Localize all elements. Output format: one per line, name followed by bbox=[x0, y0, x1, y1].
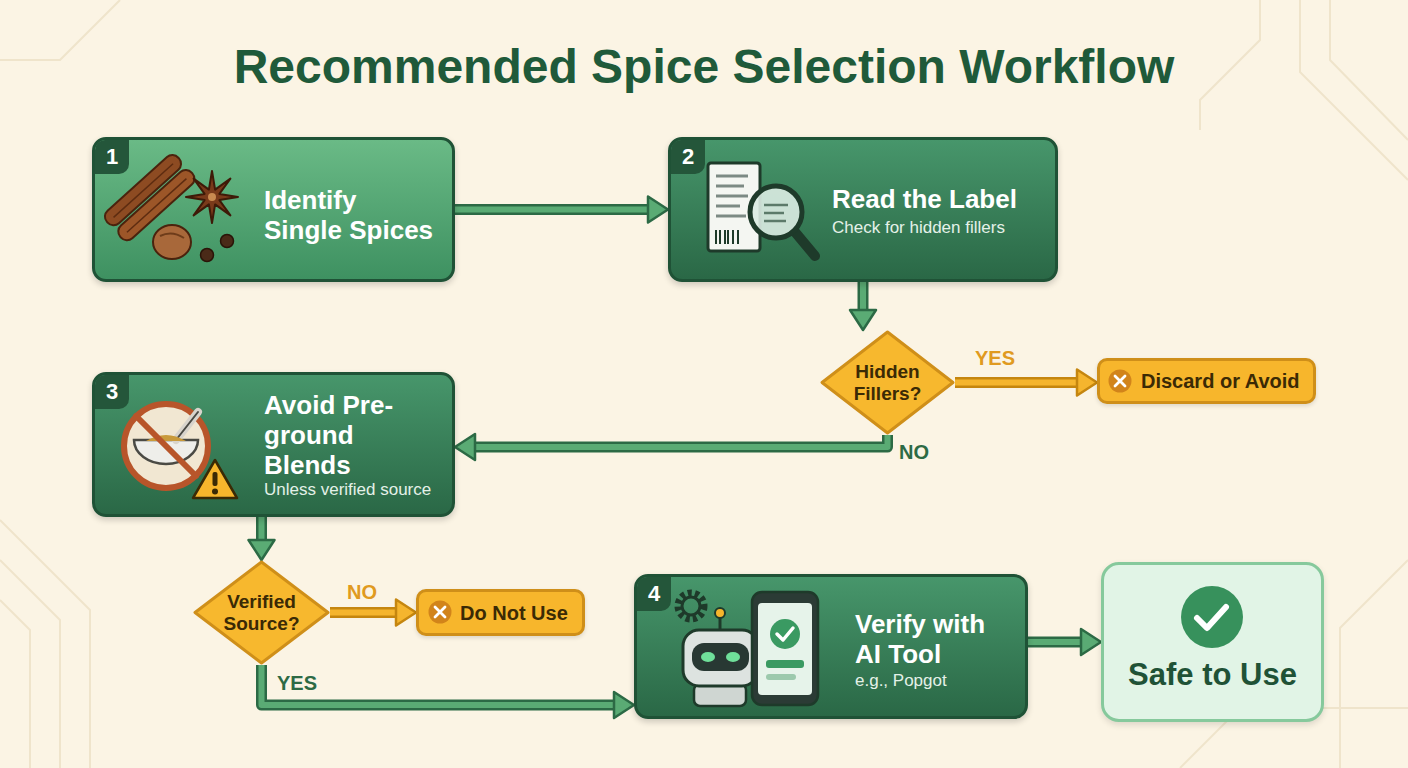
arrow-outline bbox=[262, 665, 618, 705]
edge-label: YES bbox=[277, 671, 317, 695]
arrow-line bbox=[259, 517, 265, 543]
arrow-line bbox=[1028, 639, 1084, 645]
arrow-line bbox=[472, 435, 888, 447]
flow-arrow bbox=[850, 282, 876, 330]
arrow-outline bbox=[256, 517, 267, 543]
node-text: Hidden Fillers? bbox=[840, 330, 936, 435]
arrow-head bbox=[396, 600, 416, 626]
process-box: 4Verify with AI Toole.g., Popgot bbox=[634, 574, 1028, 719]
arrow-outline bbox=[330, 607, 399, 618]
end-box: Do Not Use bbox=[416, 589, 585, 636]
arrow-line bbox=[455, 207, 651, 213]
node-title: Read the Label bbox=[832, 184, 1047, 214]
flow-arrow bbox=[455, 197, 668, 223]
flow-arrow bbox=[262, 665, 635, 718]
ai-tool-icon bbox=[678, 592, 818, 706]
node-title: Identify Single Spices bbox=[264, 185, 438, 245]
arrow-head bbox=[1077, 370, 1097, 396]
flow-arrow bbox=[1028, 629, 1101, 655]
decision-diamond: Verified Source? bbox=[193, 560, 330, 665]
edge-label: YES bbox=[975, 346, 1015, 370]
step-number: 1 bbox=[95, 140, 129, 174]
arrow-head bbox=[249, 540, 275, 560]
flow-arrow bbox=[249, 517, 275, 560]
label-icon bbox=[708, 163, 815, 256]
arrow-head bbox=[1081, 629, 1101, 655]
arrow-head bbox=[614, 692, 634, 718]
step-number: 2 bbox=[671, 140, 705, 174]
edge-label: NO bbox=[899, 440, 929, 464]
node-subtitle: e.g., Popgot bbox=[855, 671, 1015, 691]
no-blend-icon bbox=[124, 404, 237, 498]
node-subtitle: Check for hidden fillers bbox=[832, 218, 1047, 238]
cross-icon bbox=[429, 370, 1132, 624]
node-title: Avoid Pre-ground Blends bbox=[264, 390, 438, 480]
arrow-line bbox=[860, 282, 866, 313]
arrow-outline bbox=[1028, 637, 1084, 648]
flow-arrow bbox=[330, 600, 416, 626]
arrow-head bbox=[455, 434, 475, 460]
node-title: Discard or Avoid bbox=[1141, 370, 1313, 393]
process-box: 2Read the LabelCheck for hidden fillers bbox=[668, 137, 1058, 282]
check-icon bbox=[1181, 586, 1243, 648]
decision-diamond: Hidden Fillers? bbox=[820, 330, 955, 435]
node-text: Verified Source? bbox=[212, 560, 312, 665]
end-box: Discard or Avoid bbox=[1097, 358, 1316, 404]
arrow-outline bbox=[955, 377, 1080, 388]
arrow-head bbox=[850, 310, 876, 330]
arrow-line bbox=[955, 380, 1080, 386]
result-box: Safe to Use bbox=[1101, 562, 1324, 722]
flow-arrow bbox=[955, 370, 1097, 396]
arrow-outline bbox=[472, 435, 888, 447]
arrow-line bbox=[262, 665, 618, 705]
flow-arrow bbox=[455, 434, 888, 460]
edge-label: NO bbox=[347, 580, 377, 604]
node-title: Safe to Use bbox=[1104, 657, 1321, 693]
arrow-outline bbox=[455, 204, 651, 215]
spice-icon bbox=[102, 152, 238, 262]
arrow-line bbox=[330, 610, 399, 616]
diagram-title: Recommended Spice Selection Workflow bbox=[0, 38, 1408, 96]
arrow-outline bbox=[858, 282, 869, 313]
node-title: Do Not Use bbox=[460, 602, 584, 625]
process-box: 3 Avoid Pre-ground BlendsUnless verified … bbox=[92, 372, 455, 517]
node-title: Verify with AI Tool bbox=[855, 609, 1015, 669]
step-number: 3 bbox=[95, 375, 129, 409]
process-box: 1Identify Single Spices bbox=[92, 137, 455, 282]
node-subtitle: Unless verified source bbox=[264, 480, 454, 500]
step-number: 4 bbox=[637, 577, 671, 611]
arrow-head bbox=[648, 197, 668, 223]
